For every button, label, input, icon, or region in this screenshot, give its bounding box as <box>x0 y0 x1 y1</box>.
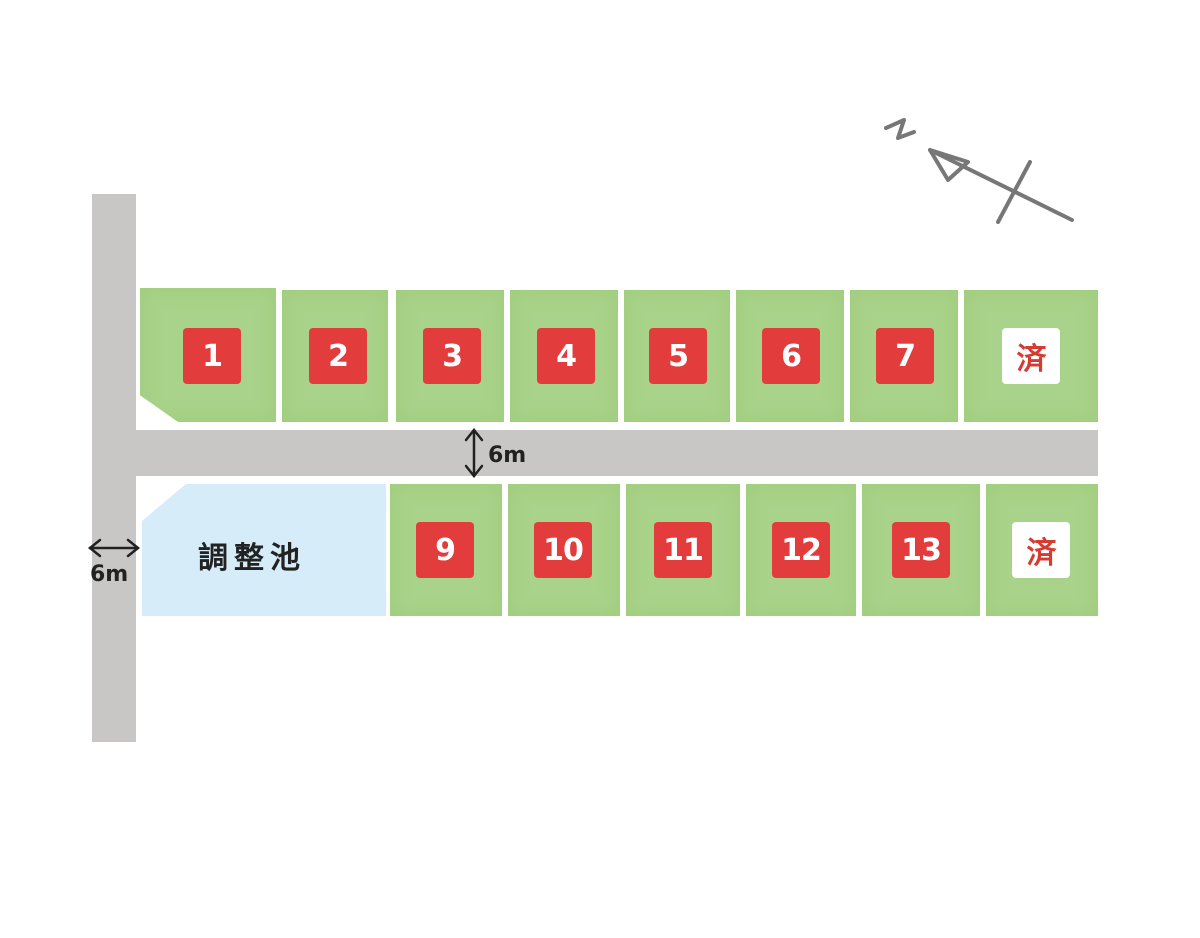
north-arrow-icon <box>884 118 1074 224</box>
horizontal-dimension-arrow-icon <box>87 538 141 558</box>
lot-tag: 13 <box>892 522 950 578</box>
lot-tag: 5 <box>649 328 707 384</box>
sold-tag: 済 <box>1002 328 1060 384</box>
lot-tag: 2 <box>309 328 367 384</box>
lot-tag: 11 <box>654 522 712 578</box>
lot-tag: 10 <box>534 522 592 578</box>
sold-tag: 済 <box>1012 522 1070 578</box>
vertical-road-width-label: 6m <box>90 562 129 587</box>
lot-tag: 12 <box>772 522 830 578</box>
retention-pond <box>142 484 386 616</box>
lot-tag: 7 <box>876 328 934 384</box>
horizontal-road <box>136 430 1098 476</box>
horizontal-road-width-label: 6m <box>488 443 527 468</box>
lot-tag: 6 <box>762 328 820 384</box>
lot-tag: 1 <box>183 328 241 384</box>
pond-label: 調整池 <box>198 541 306 576</box>
vertical-road <box>92 194 136 742</box>
lot-tag: 4 <box>537 328 595 384</box>
lot-tag: 3 <box>423 328 481 384</box>
lot-tag: 9 <box>416 522 474 578</box>
vertical-dimension-arrow-icon <box>464 427 484 479</box>
